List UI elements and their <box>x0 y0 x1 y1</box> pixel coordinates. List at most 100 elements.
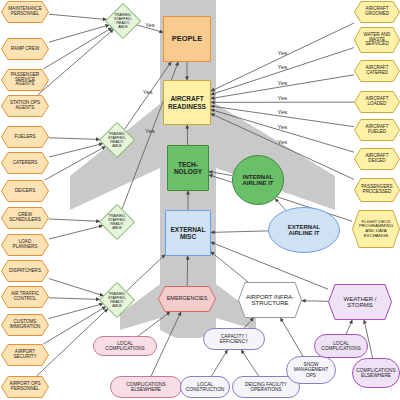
hex-shape <box>2 377 49 398</box>
node-text: MAINTENANCE PERSONNEL <box>6 7 44 17</box>
connector-arrow <box>211 102 354 103</box>
category-box: EXTERNAL MISC <box>165 210 211 256</box>
staff-hexagon: CATERERS <box>1 152 49 174</box>
node-text: CATERERS <box>13 161 38 166</box>
connector-arrow <box>244 318 253 328</box>
hex-shape <box>2 345 49 366</box>
text-holder: CUSTOMS IMMIGRATION <box>1 314 49 336</box>
node-text: EXTERNAL MISC <box>168 226 208 240</box>
text-holder: SNOW MANAGEMENT OPS <box>287 357 335 383</box>
text-holder: FUELERS <box>1 126 49 148</box>
node-text: PEOPLE <box>172 35 202 43</box>
edge-label: Yes <box>278 64 288 70</box>
connector-arrow <box>138 312 170 336</box>
connector-arrow <box>302 300 328 302</box>
node-text: FUELERS <box>14 135 35 140</box>
node-text: LOCAL CONSTRUCTION <box>186 382 225 392</box>
connector-arrow <box>38 29 114 95</box>
node-text: TRAINED, STAFFED, READY, ABLE <box>105 132 128 148</box>
node-text: AIRCRAFT GROOMED <box>359 7 395 17</box>
text-holder: EXTERNAL AIRLINE IT <box>268 207 340 253</box>
text-holder: AIRCRAFT GROOMED <box>354 1 400 23</box>
node-text: AIRPORT SECURITY <box>6 350 44 360</box>
connector-arrow <box>49 138 100 140</box>
hex-shape <box>355 2 400 23</box>
connector-arrow <box>187 62 188 80</box>
task-hexagon: AIRCRAFT LOADED <box>354 91 400 113</box>
text-holder: TECH- NOLOGY <box>168 146 208 190</box>
staff-hexagon: PASSENGER SERVICE AGENTS <box>1 69 49 91</box>
node-text: STATION OPS AGENTS <box>6 101 44 111</box>
connector-arrow <box>188 191 189 210</box>
category-box: AIRCRAFT READINESS <box>163 80 211 125</box>
connector-arrow <box>45 146 106 180</box>
task-hexagon: WATER AND WASTE SERVICED <box>354 27 400 53</box>
edge-label: Yes <box>278 139 288 145</box>
edge-label: Yes <box>278 50 288 56</box>
connector-arrow <box>43 28 112 69</box>
text-holder: EMERGENCIES <box>158 286 216 312</box>
task-hexagon: AIRCRAFT GROOMED <box>354 1 400 23</box>
hex-shape <box>159 287 216 312</box>
edge-label: Yes <box>278 109 288 115</box>
text-holder: LOCAL CONSTRUCTION <box>181 377 229 397</box>
node-text: LOCAL COMPLICATIONS <box>99 341 151 351</box>
node-text: AIRCRAFT READINESS <box>166 95 208 109</box>
node-text: COMPLICATIONS ELSEWHERE <box>116 382 176 392</box>
text-holder: MAINTENANCE PERSONNEL <box>1 1 49 23</box>
connector-arrow <box>209 172 232 176</box>
connector-arrow <box>49 144 103 157</box>
connector-arrow <box>275 199 286 211</box>
cause-pill: CAPACITY / EFFICIENCY <box>203 328 265 350</box>
hex-shape <box>355 120 400 141</box>
category-box: PEOPLE <box>163 16 211 62</box>
decision-diamond: TRAINED, STAFFED, READY, ABLE <box>105 3 141 39</box>
text-holder: RAMP CREW <box>1 38 49 60</box>
hex-shape <box>2 235 49 256</box>
right-wing <box>216 104 335 210</box>
hex-shape <box>355 149 400 170</box>
node-text: LOCAL COMPLICATIONS <box>320 341 362 351</box>
connector-arrow <box>49 226 103 239</box>
staff-hexagon: CUSTOMS IMMIGRATION <box>1 314 49 336</box>
text-holder: TRAINED, STAFFED, READY, ABLE <box>99 122 135 158</box>
staff-hexagon: LOAD PLANNERS <box>1 234 49 256</box>
text-holder: LOAD PLANNERS <box>1 234 49 256</box>
node-text: AIRPORT OPS PERSONNEL <box>6 382 44 392</box>
node-text: SNOW MANAGEMENT OPS <box>292 362 330 378</box>
hex-shape <box>2 181 49 202</box>
connector-arrow <box>346 320 352 334</box>
node-text: AIRCRAFT FUELED <box>359 125 395 135</box>
hex-shape <box>329 285 392 320</box>
hex-shape <box>353 211 400 248</box>
text-holder: STATION OPS AGENTS <box>1 95 49 117</box>
text-holder: AIRPORT INFRA- STRUCTURE <box>238 282 302 318</box>
hex-shape <box>355 92 400 113</box>
ellipse-shape <box>269 208 340 253</box>
node-text: WATER AND WASTE SERVICED <box>359 33 395 48</box>
connector-arrow <box>49 219 100 221</box>
connector-arrow <box>187 125 188 145</box>
hex-shape <box>2 96 49 117</box>
connector-arrow <box>212 350 228 376</box>
connector-arrow <box>49 298 100 300</box>
cause-pill: SNOW MANAGEMENT OPS <box>286 356 336 384</box>
hex-shape <box>2 127 49 148</box>
system-circle: EXTERNAL AIRLINE IT <box>268 207 340 253</box>
staff-hexagon: AIRPORT SECURITY <box>1 344 49 366</box>
hex-shape <box>239 283 302 318</box>
node-text: WEATHER / STORMS <box>333 296 387 309</box>
hex-shape <box>2 208 49 229</box>
connector-arrow <box>49 25 109 42</box>
connector-arrow <box>211 75 354 99</box>
hex-shape <box>2 70 49 91</box>
diamond-shape <box>106 4 141 39</box>
decision-diamond: TRAINED, STAFFED, READY, ABLE <box>99 204 135 240</box>
text-holder: DEICING FACILITY OPERATIONS <box>233 377 299 397</box>
connector-arrow <box>211 23 354 91</box>
diamond-shape <box>100 205 135 240</box>
staff-hexagon: CREW SCHEDULERS <box>1 207 49 229</box>
edge-label: Yes <box>278 124 288 130</box>
text-holder: PASSENGER SERVICE AGENTS <box>1 69 49 91</box>
